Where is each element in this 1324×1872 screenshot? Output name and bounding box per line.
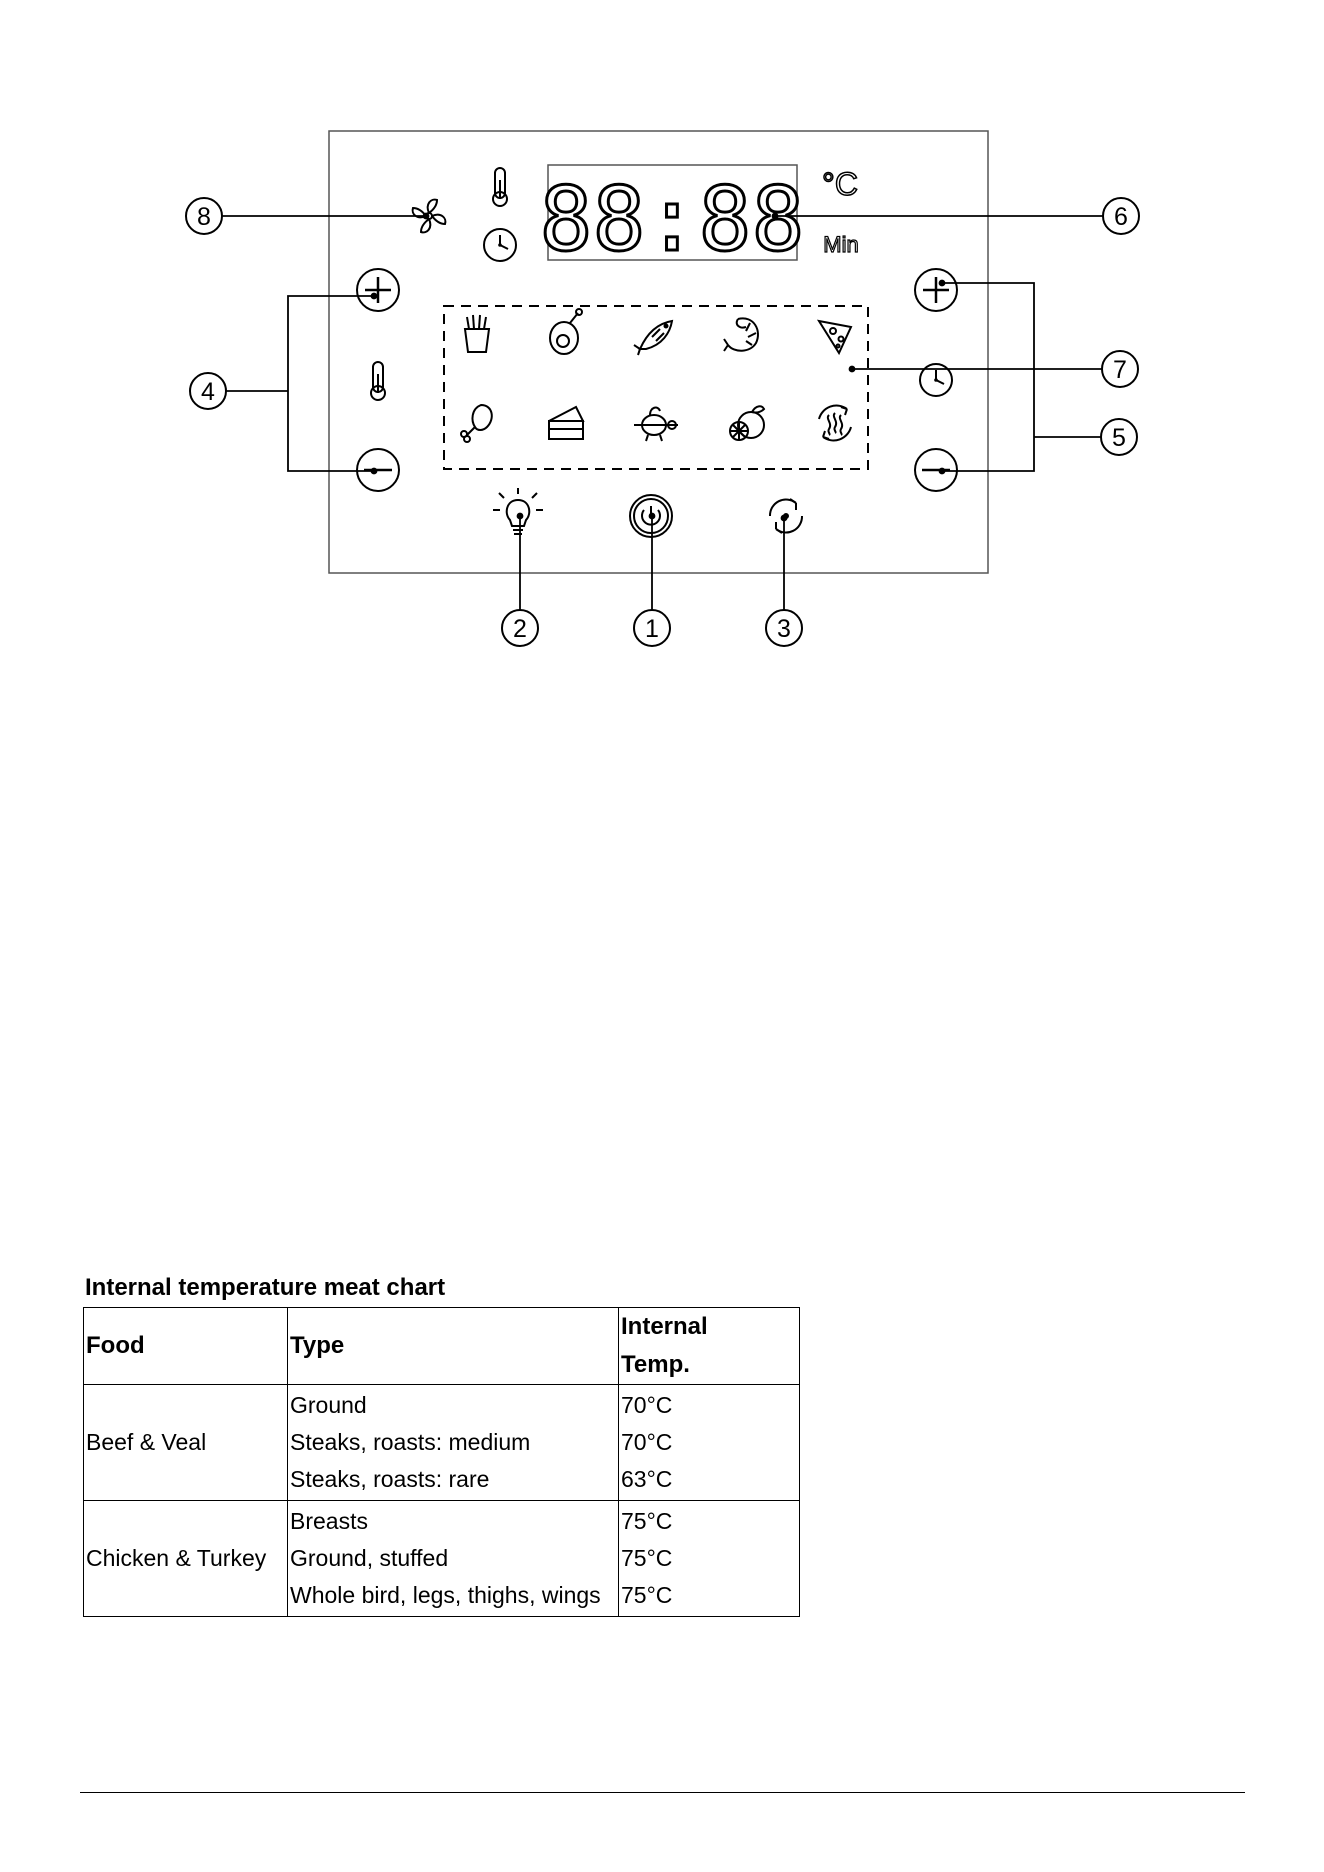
display-digits: 88:88 bbox=[540, 168, 805, 271]
svg-text:7: 7 bbox=[1113, 356, 1127, 384]
callout-3: 3 bbox=[766, 610, 802, 646]
type-value: Ground bbox=[290, 1387, 616, 1424]
time-minus-button[interactable] bbox=[915, 449, 957, 491]
temp-value: 75°C bbox=[621, 1577, 797, 1614]
callout-2: 2 bbox=[502, 610, 538, 646]
cake-icon[interactable] bbox=[549, 407, 583, 439]
light-bulb-icon[interactable] bbox=[493, 488, 543, 534]
fish-icon[interactable] bbox=[634, 321, 672, 355]
svg-text:4: 4 bbox=[201, 378, 215, 406]
temp-cell: 70°C 70°C 63°C bbox=[619, 1385, 800, 1501]
fries-icon[interactable] bbox=[465, 315, 489, 352]
control-panel-diagram: 88:88 °C Min bbox=[0, 0, 1324, 680]
callout-6: 6 bbox=[1103, 198, 1139, 234]
type-cell: Ground Steaks, roasts: medium Steaks, ro… bbox=[288, 1385, 619, 1501]
svg-text:3: 3 bbox=[777, 615, 791, 643]
shrimp-icon[interactable] bbox=[724, 318, 758, 351]
rotisserie-icon[interactable] bbox=[634, 408, 678, 441]
celsius-label: °C bbox=[822, 166, 858, 202]
meat-icon[interactable] bbox=[550, 309, 582, 354]
chart-title: Internal temperature meat chart bbox=[85, 1274, 445, 1302]
minutes-label: Min bbox=[823, 232, 858, 257]
thermometer-icon bbox=[493, 168, 507, 206]
svg-text:5: 5 bbox=[1112, 424, 1126, 452]
svg-text:2: 2 bbox=[513, 615, 527, 643]
temp-cell: 75°C 75°C 75°C bbox=[619, 1501, 800, 1617]
pizza-icon[interactable] bbox=[819, 321, 851, 353]
header-temp: Internal Temp. bbox=[619, 1308, 800, 1385]
type-value: Steaks, roasts: rare bbox=[290, 1461, 616, 1498]
svg-text:1: 1 bbox=[645, 615, 659, 643]
header-temp-line1: Internal bbox=[621, 1308, 797, 1346]
leader-lines bbox=[221, 214, 1105, 611]
header-type: Type bbox=[288, 1308, 619, 1385]
temp-thermometer-icon bbox=[371, 362, 385, 400]
callout-1: 1 bbox=[634, 610, 670, 646]
type-value: Breasts bbox=[290, 1503, 616, 1540]
svg-text:6: 6 bbox=[1114, 203, 1128, 231]
meat-temperature-table: Food Type Internal Temp. Beef & Veal Gro… bbox=[83, 1307, 800, 1617]
callout-8: 8 bbox=[186, 198, 222, 234]
chicken-leg-icon[interactable] bbox=[461, 405, 492, 442]
callout-4: 4 bbox=[190, 373, 226, 409]
type-value: Whole bird, legs, thighs, wings bbox=[290, 1577, 616, 1614]
temp-plus-button[interactable] bbox=[357, 269, 399, 311]
footer-rule bbox=[80, 1792, 1245, 1793]
food-cell: Beef & Veal bbox=[84, 1385, 288, 1501]
food-cell: Chicken & Turkey bbox=[84, 1501, 288, 1617]
temp-value: 63°C bbox=[621, 1461, 797, 1498]
header-food: Food bbox=[84, 1308, 288, 1385]
table-row: Beef & Veal Ground Steaks, roasts: mediu… bbox=[84, 1385, 800, 1501]
preset-area bbox=[444, 306, 868, 469]
temp-value: 70°C bbox=[621, 1424, 797, 1461]
time-plus-button[interactable] bbox=[915, 269, 957, 311]
reheat-icon[interactable] bbox=[819, 406, 851, 441]
type-value: Ground, stuffed bbox=[290, 1540, 616, 1577]
svg-text:8: 8 bbox=[197, 203, 211, 231]
temp-value: 70°C bbox=[621, 1387, 797, 1424]
callout-7: 7 bbox=[1102, 351, 1138, 387]
type-value: Steaks, roasts: medium bbox=[290, 1424, 616, 1461]
table-row: Chicken & Turkey Breasts Ground, stuffed… bbox=[84, 1501, 800, 1617]
fruit-icon[interactable] bbox=[730, 406, 764, 440]
header-temp-line2: Temp. bbox=[621, 1346, 797, 1384]
temp-minus-button[interactable] bbox=[357, 449, 399, 491]
clock-icon bbox=[484, 229, 516, 261]
temp-value: 75°C bbox=[621, 1503, 797, 1540]
callout-5: 5 bbox=[1101, 419, 1137, 455]
temp-value: 75°C bbox=[621, 1540, 797, 1577]
table-header-row: Food Type Internal Temp. bbox=[84, 1308, 800, 1385]
type-cell: Breasts Ground, stuffed Whole bird, legs… bbox=[288, 1501, 619, 1617]
